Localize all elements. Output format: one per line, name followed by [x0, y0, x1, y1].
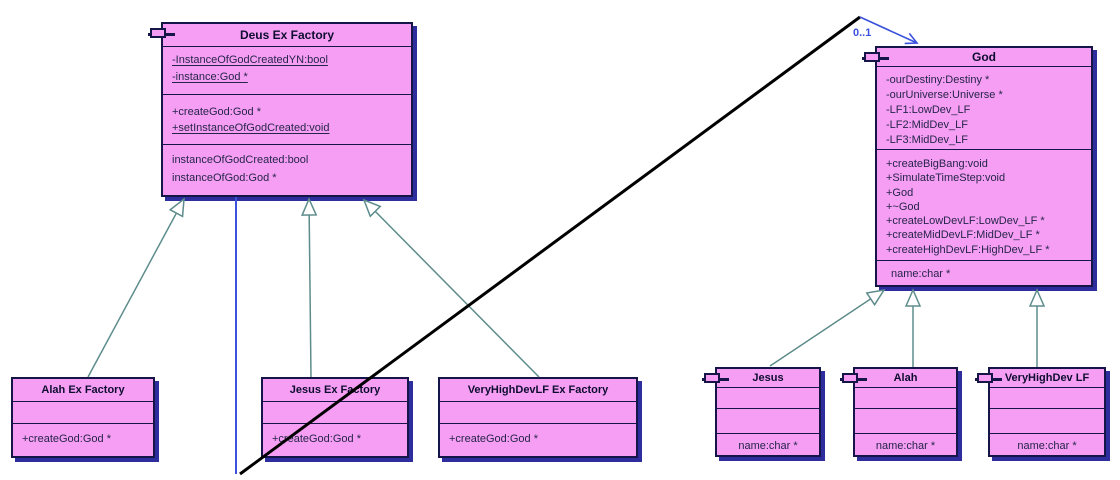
class-member: name:char * — [1017, 440, 1077, 452]
methods-compartment: +createGod:God * — [13, 423, 153, 456]
extra-compartment: name:char * — [990, 433, 1104, 455]
methods-compartment — [990, 408, 1104, 433]
methods-compartment — [717, 408, 819, 433]
class-veryhighdev-lf[interactable]: VeryHighDev LF name:char * — [975, 367, 1106, 457]
class-member: +God — [886, 186, 914, 199]
class-title: God — [972, 50, 996, 64]
class-icon — [702, 373, 729, 386]
class-icon — [148, 28, 175, 41]
generalization-jesus-to-god[interactable] — [769, 290, 884, 367]
class-veryhighdevlf-ex-factory[interactable]: VeryHighDevLF Ex Factory +createGod:God … — [438, 377, 638, 458]
class-member: +createGod:God * — [22, 433, 111, 445]
generalization-vhd-factory-to-deus[interactable] — [364, 200, 540, 378]
class-jesus[interactable]: Jesus name:char * — [702, 367, 821, 457]
extra-compartment: name:char * — [717, 433, 819, 455]
methods-compartment: +createGod:God * — [440, 423, 636, 456]
class-title: VeryHighDevLF Ex Factory — [467, 384, 609, 396]
class-alah-ex-factory[interactable]: Alah Ex Factory +createGod:God * — [11, 377, 155, 458]
class-jesus-ex-factory[interactable]: Jesus Ex Factory +createGod:God * — [261, 377, 409, 458]
class-member: name:char * — [891, 268, 951, 280]
class-member: +createGod:God * — [172, 106, 261, 118]
generalization-alah-factory-to-deus[interactable] — [87, 199, 184, 378]
generalization-jesus-factory-to-deus[interactable] — [309, 199, 311, 378]
class-icon — [975, 373, 1002, 386]
class-member: -LF3:MidDev_LF — [886, 134, 968, 146]
class-member: +SimulateTimeStep:void — [886, 172, 1006, 185]
attributes-compartment — [717, 387, 819, 408]
attributes-compartment: -InstanceOfGodCreatedYN:bool -instance:G… — [163, 46, 411, 94]
attributes-compartment — [855, 387, 956, 408]
attributes-compartment — [13, 401, 153, 423]
class-member: name:char * — [738, 440, 798, 452]
class-member: -InstanceOfGodCreatedYN:bool — [172, 54, 328, 66]
class-member: +createMidDevLF:MidDev_LF * — [886, 229, 1040, 242]
class-member: -instance:God * — [172, 71, 248, 83]
class-title: Jesus Ex Factory — [289, 384, 381, 396]
class-member: +createLowDevLF:LowDev_LF * — [886, 215, 1045, 228]
methods-compartment: +createGod:God * — [263, 423, 407, 456]
attributes-compartment — [263, 401, 407, 423]
class-member: +createHighDevLF:HighDev_LF * — [886, 243, 1050, 256]
class-title: Deus Ex Factory — [239, 28, 335, 42]
attributes-compartment: -ourDestiny:Destiny * -ourUniverse:Unive… — [877, 66, 1091, 149]
class-member: +createGod:God * — [449, 433, 538, 445]
class-title: VeryHighDev LF — [1004, 372, 1090, 384]
class-deus-ex-factory[interactable]: Deus Ex Factory -InstanceOfGodCreatedYN:… — [148, 22, 413, 197]
attributes-compartment — [990, 387, 1104, 408]
class-icon — [862, 52, 889, 65]
methods-compartment: +createGod:God * +setInstanceOfGodCreate… — [163, 94, 411, 144]
class-title: Jesus — [752, 372, 784, 384]
class-member: +createGod:God * — [272, 433, 361, 445]
extra-compartment: name:char * — [855, 433, 956, 455]
class-member: +~God — [886, 200, 920, 213]
class-member: +createBigBang:void — [886, 158, 988, 170]
class-member: -ourUniverse:Universe * — [886, 89, 1003, 101]
methods-compartment: +createBigBang:void +SimulateTimeStep:vo… — [877, 149, 1091, 260]
class-member: +setInstanceOfGodCreated:void — [172, 122, 330, 134]
class-icon — [840, 373, 867, 386]
class-member: instanceOfGod:God * — [172, 172, 277, 184]
class-title: Alah Ex Factory — [41, 384, 125, 396]
attributes-compartment — [440, 401, 636, 423]
class-member: name:char * — [875, 440, 936, 452]
extra-compartment: name:char * — [877, 260, 1091, 285]
extra-compartment: instanceOfGodCreated:bool instanceOfGod:… — [163, 144, 411, 195]
class-title: Alah — [893, 372, 918, 384]
class-member: -LF1:LowDev_LF — [886, 104, 971, 116]
class-member: instanceOfGodCreated:bool — [172, 154, 309, 166]
class-alah[interactable]: Alah name:char * — [840, 367, 958, 457]
class-god[interactable]: God -ourDestiny:Destiny * -ourUniverse:U… — [862, 46, 1093, 287]
methods-compartment — [855, 408, 956, 433]
association-multiplicity-label: 0..1 — [853, 27, 872, 39]
class-member: -ourDestiny:Destiny * — [886, 74, 990, 86]
class-member: -LF2:MidDev_LF — [886, 119, 968, 131]
